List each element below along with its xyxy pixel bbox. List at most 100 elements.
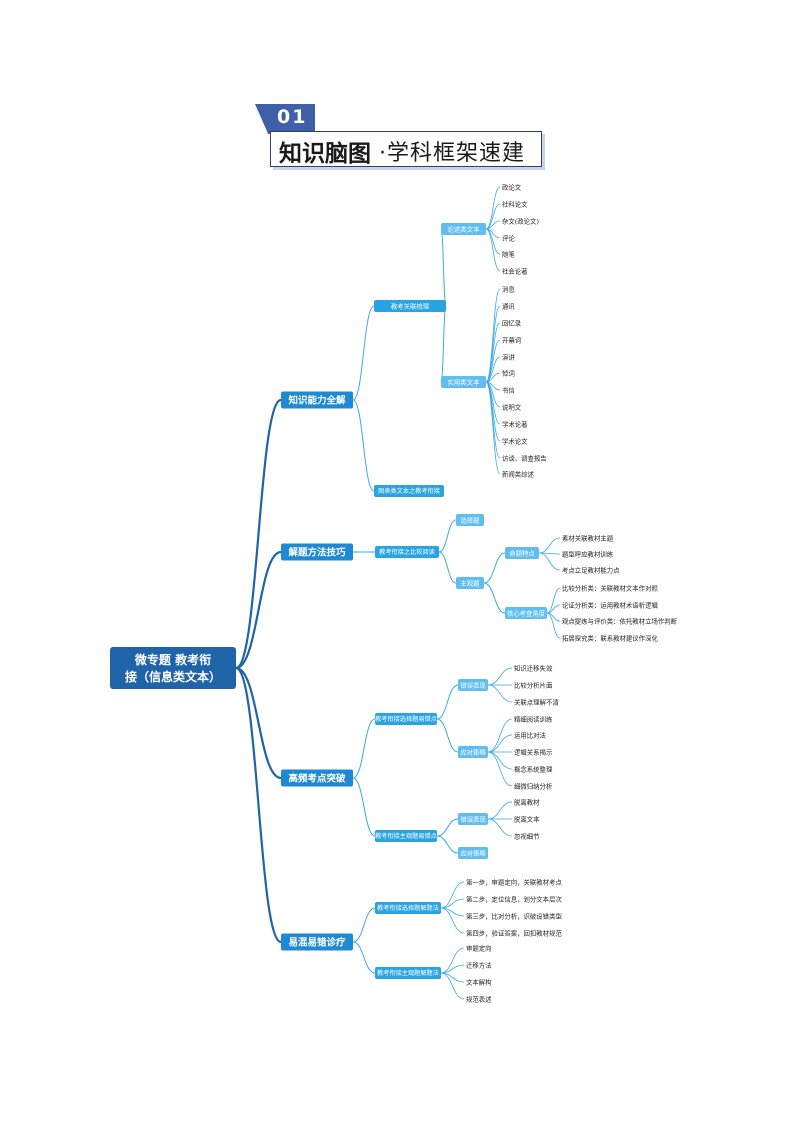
- node-bijiao-yuedu[interactable]: 教考衔接之比较阅读: [375, 546, 439, 558]
- connector: [438, 551, 457, 584]
- leaf-item: 通讯: [502, 302, 515, 311]
- node-tubiao-box: [374, 485, 444, 497]
- leaf-item: 比较分析类：关联教材文本作对照: [562, 584, 658, 593]
- subnode-yingdui[interactable]: 应对策略: [458, 746, 488, 758]
- subnode-lunshu[interactable]: 论述类文本: [441, 223, 486, 235]
- node-xuanze-yicuo-label: 教考衔接选择题易错点: [375, 715, 437, 723]
- connector: [352, 399, 375, 492]
- section-title-rest: ·学科框架速建: [379, 141, 525, 166]
- connector: [485, 339, 501, 383]
- subnode-cuowu[interactable]: 错误表现: [458, 679, 488, 691]
- connector: [487, 734, 513, 753]
- leaf-item: 迁移方法: [466, 961, 492, 970]
- connector: [235, 666, 282, 780]
- subnode-hexin[interactable]: 核心考查角度: [505, 607, 547, 619]
- connector: [546, 587, 561, 614]
- node-xuanze-yicuo[interactable]: 教考衔接选择题易错点: [375, 713, 437, 725]
- subnode-yingdui-label: 应对策略: [460, 848, 486, 857]
- subnode-mingti-label: 命题特点: [509, 548, 535, 557]
- node-zhuguan-yicuo-box: [375, 830, 437, 842]
- root-node[interactable]: 微专题 教考衔接（信息类文本）: [110, 647, 236, 689]
- connector: [485, 381, 501, 475]
- connector: [440, 972, 465, 1000]
- connector: [487, 751, 513, 770]
- node-zhuguan-yicuo[interactable]: 教考衔接主观题易错点: [375, 830, 437, 842]
- node-xuanze-jieti-label: 教考衔接选择题解题法: [377, 904, 439, 912]
- node-jiaokao-guanlian[interactable]: 教考关联梳理: [374, 300, 446, 312]
- connector: [485, 186, 501, 230]
- connector: [436, 684, 459, 720]
- subnode-yingdui[interactable]: 应对策略: [458, 847, 488, 859]
- leaf-item: 社会论著: [502, 267, 528, 276]
- node-zhuguan-jieti-label: 教考衔接主观题解题法: [377, 969, 439, 977]
- leaf-item: 学术论著: [502, 420, 528, 429]
- subnode-shiyong-label: 实用类文本: [448, 377, 481, 386]
- branch-2-label: 解题方法技巧: [288, 546, 346, 558]
- subnode-hexin-box: [505, 607, 547, 619]
- subnode-lunshu-box: [441, 223, 486, 235]
- branch-3[interactable]: 高频考点突破: [281, 769, 353, 787]
- branch-4[interactable]: 易混易错诊疗: [281, 933, 353, 951]
- subnode-shiyong[interactable]: 实用类文本: [441, 376, 486, 388]
- subnode-yingdui-label: 应对策略: [460, 747, 486, 756]
- node-xuanze-jieti[interactable]: 教考衔接选择题解题法: [375, 902, 441, 914]
- section-number: 01: [277, 106, 308, 128]
- node-zhuguan-jieti[interactable]: 教考衔接主观题解题法: [375, 967, 441, 979]
- node-tubiao[interactable]: 图表类文本之教考衔接: [374, 485, 444, 497]
- subnode-cuowu[interactable]: 错误表现: [458, 813, 488, 825]
- leaf-item: 社科论文: [502, 200, 528, 209]
- connector: [546, 604, 561, 614]
- connector: [440, 881, 465, 909]
- connector: [440, 898, 465, 909]
- connector: [487, 667, 513, 686]
- leaf-item: 审题定向: [466, 944, 492, 953]
- leaf-item: 书信: [502, 386, 515, 395]
- root-node-line2: 接（信息类文本）: [125, 669, 221, 684]
- connector: [235, 666, 282, 944]
- leaf-item: 关联点理解不清: [514, 698, 559, 707]
- leaf-item: 说明文: [502, 403, 522, 412]
- leaf-item: 考点立足教材能力点: [562, 566, 620, 575]
- node-zhuguan-yicuo-label: 教考衔接主观题易错点: [375, 832, 437, 840]
- node-bijiao-yuedu-box: [375, 546, 439, 558]
- leaf-item: 政论文: [502, 183, 522, 192]
- connector: [352, 907, 376, 943]
- connector: [538, 552, 561, 571]
- leaf-item: 演讲: [502, 353, 515, 362]
- leaf-item: 忽视细节: [514, 832, 540, 841]
- leaf-item: 悼词: [502, 369, 515, 378]
- connector: [235, 550, 282, 670]
- connector: [436, 818, 459, 837]
- leaf-item: 精细阅读训练: [514, 715, 553, 724]
- node-zhuguan-jieti-box: [375, 967, 441, 979]
- node-xuanze-jieti-box: [375, 902, 441, 914]
- leaf-item: 比较分析片面: [514, 681, 553, 690]
- leaf-item: 第四步，验证答案，回扣教材规范: [466, 929, 562, 938]
- subnode-mingti[interactable]: 命题特点: [505, 547, 539, 559]
- leaf-item: 脱离教材: [514, 798, 540, 807]
- leaf-item: 论证分析类：运用教材术语析逻辑: [562, 601, 658, 610]
- node-jiaokao-guanlian-box: [374, 300, 446, 312]
- leaf-item: 题型呼应教材训练: [562, 550, 614, 559]
- leaf-item: 观点提炼与评价类：依托教材立场作判断: [562, 617, 678, 626]
- subnode-xuanze[interactable]: 选择题: [456, 514, 484, 526]
- section-title-bold: 知识脑图: [279, 141, 371, 167]
- branch-1-label: 知识能力全解: [287, 394, 346, 406]
- subnode-xuanze-label: 选择题: [460, 515, 480, 524]
- connector: [352, 718, 376, 779]
- leaf-item: 拓展探究类：联系教材建议作深化: [562, 634, 658, 643]
- subnode-zhuguan-label: 主观题: [460, 578, 480, 587]
- leaf-item: 开幕词: [502, 336, 521, 345]
- connector: [352, 777, 376, 837]
- connector: [436, 718, 459, 753]
- branch-1[interactable]: 知识能力全解: [281, 391, 353, 409]
- subnode-mingti-box: [505, 547, 539, 559]
- connector: [436, 835, 459, 854]
- node-bijiao-yuedu-label: 教考衔接之比较阅读: [379, 548, 435, 556]
- branch-2[interactable]: 解题方法技巧: [281, 543, 353, 561]
- connector: [487, 801, 513, 820]
- subnode-zhuguan[interactable]: 主观题: [456, 577, 484, 589]
- leaf-item: 文本解构: [466, 978, 492, 987]
- connector: [483, 552, 506, 584]
